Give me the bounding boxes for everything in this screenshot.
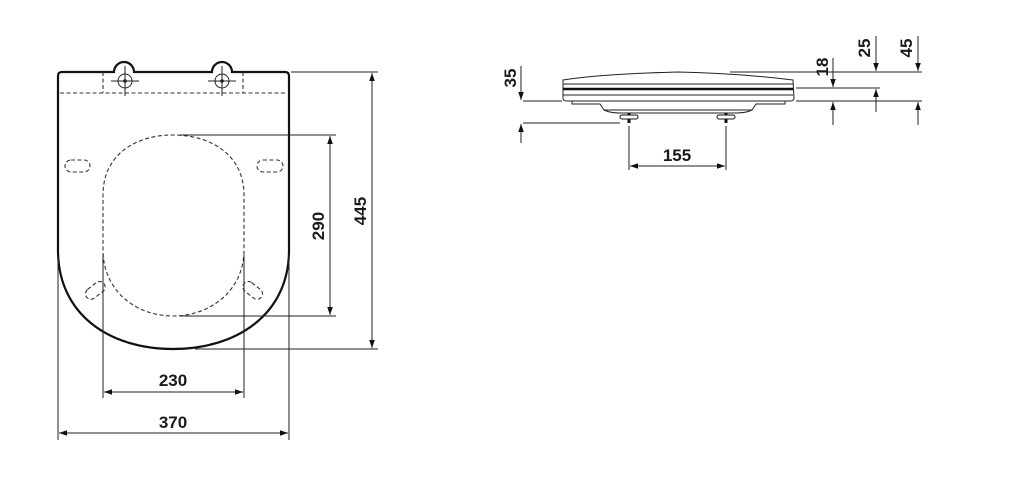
buffer-right xyxy=(256,159,284,173)
dim-35-label: 35 xyxy=(501,69,520,88)
buffer-left xyxy=(64,159,91,173)
dim-18-label: 18 xyxy=(813,58,832,77)
hinge-right xyxy=(208,66,236,96)
hinge-post-left xyxy=(619,113,639,123)
top-view: 290 445 230 370 xyxy=(56,60,378,440)
dim-445-label: 445 xyxy=(351,197,370,225)
dim-25-label: 25 xyxy=(855,39,874,58)
dim-45-label: 45 xyxy=(897,39,916,58)
lid-outline xyxy=(562,71,795,102)
seat-underside xyxy=(571,101,786,111)
dim-230-label: 230 xyxy=(159,371,187,390)
seat-outline xyxy=(56,60,291,351)
seat-opening-dashed xyxy=(102,134,245,317)
side-view: 35 155 18 25 45 xyxy=(501,36,922,170)
buffer-lower-left xyxy=(84,280,106,300)
dim-370-label: 370 xyxy=(159,413,187,432)
dim-155-label: 155 xyxy=(663,146,691,165)
hinge-post-right xyxy=(716,113,736,123)
dim-290-label: 290 xyxy=(309,212,328,240)
hinge-left xyxy=(111,66,139,96)
